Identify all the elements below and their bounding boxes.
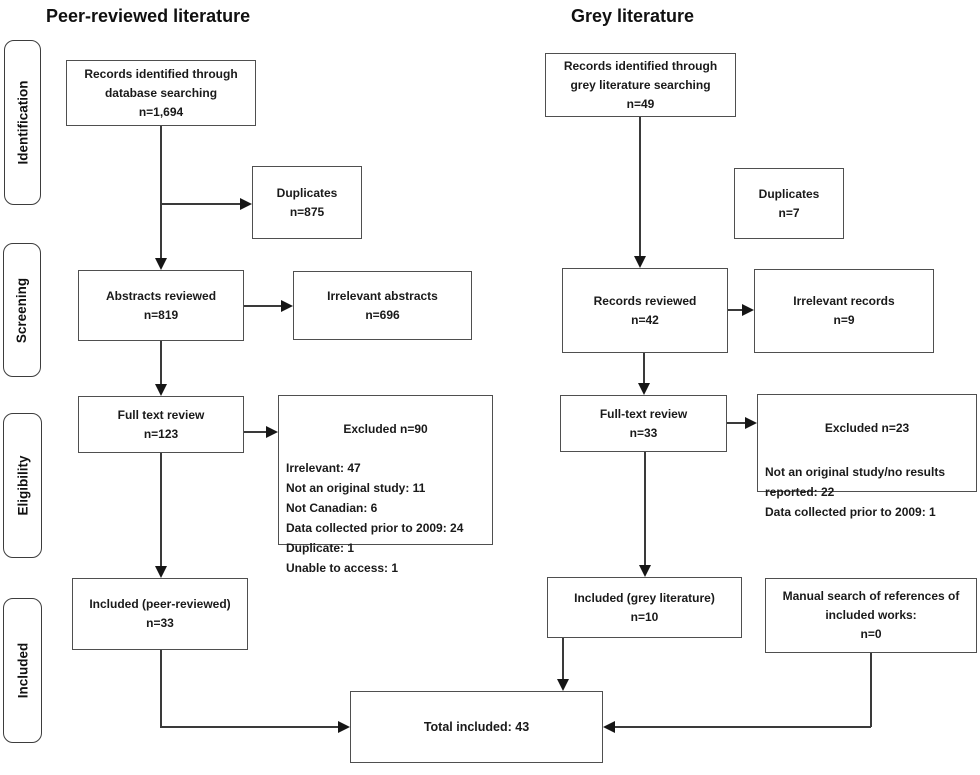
peer-included-to-total-hline — [160, 726, 338, 728]
stage-identification: Identification — [4, 40, 41, 205]
stage-screening: Screening — [3, 243, 41, 377]
stage-included-label: Included — [15, 642, 31, 699]
manual-search-to-total-vline — [870, 653, 872, 727]
peer-irrelevant-abstracts-box: Irrelevant abstracts n=696 — [293, 271, 472, 340]
peer-reviewed-column-header: Peer-reviewed literature — [46, 6, 251, 26]
peer-excluded-line — [244, 431, 266, 433]
grey-to-total-arrowhead — [557, 679, 569, 691]
grey-records-reviewed-box: Records reviewed n=42 — [562, 268, 728, 353]
peer-fulltext-to-included-line — [160, 453, 162, 566]
peer-included-to-total-vline — [160, 650, 162, 727]
grey-excluded-title: Excluded n=23 — [824, 421, 910, 435]
peer-included-box: Included (peer-reviewed) n=33 — [72, 578, 248, 650]
grey-full-text-review-box: Full-text review n=33 — [560, 395, 727, 452]
peer-duplicates-arrowhead — [240, 198, 252, 210]
grey-irrelevant-records-arrowhead — [742, 304, 754, 316]
manual-search-to-total-hline — [615, 726, 871, 728]
peer-to-total-arrowhead — [338, 721, 350, 733]
grey-reviewed-arrowhead — [634, 256, 646, 268]
total-included-box: Total included: 43 — [350, 691, 603, 763]
grey-fulltext-to-included-line — [644, 452, 646, 566]
peer-abstracts-arrowhead — [155, 258, 167, 270]
peer-records-identified-box: Records identified through database sear… — [66, 60, 256, 126]
peer-excluded-title: Excluded n=90 — [343, 422, 428, 436]
peer-included-arrowhead — [155, 566, 167, 578]
grey-included-box: Included (grey literature) n=10 — [547, 577, 742, 638]
stage-identification-label: Identification — [15, 80, 30, 165]
stage-eligibility: Eligibility — [3, 413, 42, 558]
peer-irrelevant-abstracts-line — [244, 305, 281, 307]
stage-included: Included — [3, 598, 42, 743]
peer-irrelevant-abstracts-arrowhead — [281, 300, 293, 312]
grey-excluded-arrowhead — [745, 417, 757, 429]
stage-screening-label: Screening — [14, 277, 30, 343]
peer-fulltext-arrowhead — [155, 384, 167, 396]
grey-excluded-details: Not an original study/no results reporte… — [765, 465, 946, 519]
peer-excluded-arrowhead — [266, 426, 278, 438]
peer-full-text-review-box: Full text review n=123 — [78, 396, 244, 453]
grey-irrelevant-records-box: Irrelevant records n=9 — [754, 269, 934, 353]
peer-excluded-details: Irrelevant: 47 Not an original study: 11… — [286, 461, 464, 575]
peer-abstracts-reviewed-box: Abstracts reviewed n=819 — [78, 270, 244, 341]
grey-records-identified-box: Records identified through grey literatu… — [545, 53, 736, 117]
manual-to-total-arrowhead — [603, 721, 615, 733]
grey-records-to-reviewed-line — [639, 117, 641, 256]
grey-fulltext-arrowhead — [638, 383, 650, 395]
grey-literature-column-header: Grey literature — [571, 6, 695, 26]
peer-abstracts-to-fulltext-line — [160, 341, 162, 384]
peer-excluded-box: Excluded n=90 Irrelevant: 47 Not an orig… — [278, 395, 493, 575]
grey-reviewed-to-fulltext-line — [643, 353, 645, 384]
grey-included-arrowhead — [639, 565, 651, 577]
grey-excluded-box: Excluded n=23 Not an original study/no r… — [757, 394, 977, 519]
peer-duplicates-branch-line — [160, 203, 240, 205]
peer-records-to-abstracts-line — [160, 126, 162, 258]
grey-irrelevant-records-line — [728, 309, 742, 311]
peer-duplicates-box: Duplicates n=875 — [252, 166, 362, 239]
grey-included-to-total-line — [562, 638, 564, 680]
stage-eligibility-label: Eligibility — [15, 455, 31, 516]
grey-excluded-line — [727, 422, 745, 424]
manual-search-box: Manual search of references of included … — [765, 578, 977, 653]
grey-duplicates-box: Duplicates n=7 — [734, 168, 844, 239]
